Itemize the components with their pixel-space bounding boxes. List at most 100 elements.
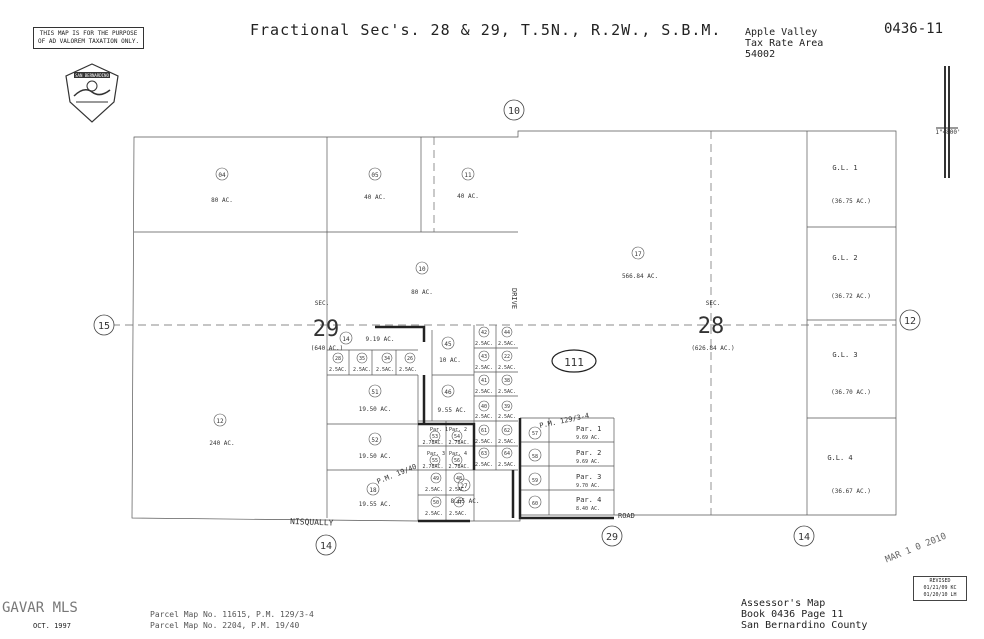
parcel-acreage: 2.5AC. bbox=[449, 511, 467, 517]
scale-label: 1"=800' bbox=[935, 129, 960, 136]
parcel-number: 58 bbox=[532, 454, 538, 460]
parcel-number: 59 bbox=[532, 478, 538, 484]
parcel-number: 43 bbox=[481, 354, 487, 360]
revision-label: REVISED bbox=[929, 578, 951, 584]
parcel-acreage: 8.65 AC. bbox=[451, 498, 480, 505]
adjacent-map-number: 10 bbox=[508, 106, 520, 117]
road-label: DRIVE bbox=[510, 288, 518, 309]
parcel-number: 12 bbox=[216, 418, 224, 425]
section-number: 28 bbox=[698, 314, 725, 339]
parcel-number: 39 bbox=[504, 404, 510, 410]
parcel-number: 49 bbox=[433, 476, 439, 482]
parcel-number: 35 bbox=[359, 356, 365, 362]
adjacent-map-number: 14 bbox=[798, 532, 810, 543]
parcel-number: 50 bbox=[433, 500, 439, 506]
book-number-oval: 111 bbox=[564, 356, 584, 369]
parcel-number: 34 bbox=[384, 356, 390, 362]
parcel-acreage: 2.5AC. bbox=[425, 487, 443, 493]
parcel-label: Par. 2 bbox=[449, 427, 467, 433]
tax-rate-area: Apple Valley Tax Rate Area 54002 bbox=[745, 27, 823, 60]
parcel-number: 48 bbox=[456, 476, 462, 482]
parcel-number: 56 bbox=[454, 458, 460, 464]
parcel-number: 42 bbox=[481, 330, 487, 336]
parcel-number: 40 bbox=[481, 404, 487, 410]
parcel-acreage: 9.70 AC. bbox=[576, 483, 600, 489]
gov-lot-acreage: (36.75 AC.) bbox=[831, 198, 871, 205]
parcel-number: 18 bbox=[369, 487, 377, 494]
parcel-acreage: 2.5AC. bbox=[498, 389, 516, 395]
parcel-acreage: 566.84 AC. bbox=[622, 273, 658, 280]
parcel-number: 51 bbox=[371, 389, 379, 396]
parcel-acreage: 2.5AC. bbox=[475, 341, 493, 347]
parcel-map-line: Parcel Map No. 11615, P.M. 129/3-4 bbox=[150, 610, 314, 619]
revision-box: REVISED 01/21/09 KC 01/20/10 LH bbox=[913, 576, 967, 601]
parcel-label: Par. 2 bbox=[576, 449, 601, 457]
parcel-acreage: 2.5AC. bbox=[353, 367, 371, 373]
parcel-acreage: 40 AC. bbox=[364, 194, 386, 201]
parcel-number: 60 bbox=[532, 501, 538, 507]
parcel-number: 57 bbox=[532, 431, 538, 437]
watermark: GAVAR MLS bbox=[2, 600, 78, 616]
assessor-line: Assessor's Map bbox=[741, 598, 826, 609]
section-label: SEC. bbox=[315, 300, 329, 307]
parcel-label: Par. 4 bbox=[449, 451, 467, 457]
parcel-map-list: Parcel Map No. 11615, P.M. 129/3-4 Parce… bbox=[150, 609, 314, 631]
parcel-label: Par. 3 bbox=[576, 473, 601, 481]
gov-lot-label: G.L. 3 bbox=[832, 351, 857, 359]
road-label: NISQUALLY bbox=[290, 517, 334, 528]
parcel-number: 46 bbox=[444, 389, 452, 396]
parcel-acreage: 2.78AC. bbox=[422, 464, 443, 470]
parcel-number: 27 bbox=[460, 483, 468, 490]
assessor-line: San Bernardino County bbox=[741, 620, 868, 631]
parcel-number: 05 bbox=[371, 172, 379, 179]
parcel-label: Par. 1 bbox=[576, 425, 601, 433]
parcel-number: 54 bbox=[454, 434, 460, 440]
parcel-acreage: 2.78AC. bbox=[422, 440, 443, 446]
parcel-acreage: 2.5AC. bbox=[498, 439, 516, 445]
parcel-label: Par. 4 bbox=[576, 496, 601, 504]
map-number: 0436-11 bbox=[884, 21, 944, 37]
gov-lot-label: G.L. 2 bbox=[832, 254, 857, 262]
parcel-acreage: 2.5AC. bbox=[475, 439, 493, 445]
section-label: SEC. bbox=[706, 300, 720, 307]
parcel-number: 47 bbox=[456, 500, 462, 506]
parcel-acreage: 2.5AC. bbox=[498, 414, 516, 420]
tax-area-line: Apple Valley bbox=[745, 27, 818, 38]
disclaimer-box: THIS MAP IS FOR THE PURPOSE OF AD VALORE… bbox=[33, 27, 145, 49]
adjacent-map-number: 15 bbox=[98, 321, 110, 332]
parcel-acreage: 2.5AC. bbox=[475, 365, 493, 371]
parcel-number: 28 bbox=[335, 356, 341, 362]
gov-lot-acreage: (36.67 AC.) bbox=[831, 488, 871, 495]
adjacent-map-number: 12 bbox=[904, 316, 916, 327]
parcel-map-line: Parcel Map No. 2204, P.M. 19/40 bbox=[150, 621, 300, 630]
parcel-number: 44 bbox=[504, 330, 510, 336]
parcel-number: 52 bbox=[371, 437, 379, 444]
parcel-acreage: 2.5AC. bbox=[449, 487, 467, 493]
parcel-number: 62 bbox=[504, 428, 510, 434]
parcel-number: 63 bbox=[481, 451, 487, 457]
section-area: (640 AC.) bbox=[311, 345, 344, 352]
parcel-acreage: 9.55 AC. bbox=[438, 407, 467, 414]
section-area: (626.84 AC.) bbox=[691, 345, 734, 352]
tax-area-line: Tax Rate Area bbox=[745, 38, 824, 49]
revision-entry: 01/21/09 KC bbox=[923, 585, 957, 591]
disclaimer-line: THIS MAP IS FOR THE PURPOSE bbox=[39, 30, 138, 37]
parcel-acreage: 2.5AC. bbox=[475, 389, 493, 395]
parcel-acreage: 2.5AC. bbox=[399, 367, 417, 373]
parcel-acreage: 9.69 AC. bbox=[576, 459, 600, 465]
adjacent-map-number: 14 bbox=[320, 541, 332, 552]
parcel-acreage: 2.5AC. bbox=[498, 341, 516, 347]
parcel-acreage: 80 AC. bbox=[411, 289, 433, 296]
parcel-acreage: 2.5AC. bbox=[498, 365, 516, 371]
parcel-number: 53 bbox=[432, 434, 438, 440]
parcel-acreage: 8.40 AC. bbox=[576, 506, 600, 512]
disclaimer-line: OF AD VALOREM TAXATION ONLY. bbox=[38, 38, 140, 45]
parcel-number: 10 bbox=[418, 266, 426, 273]
parcel-number: 22 bbox=[504, 354, 510, 360]
gov-lot-acreage: (36.72 AC.) bbox=[831, 293, 871, 300]
parcel-number: 04 bbox=[218, 172, 226, 179]
county-seal-icon: SAN BERNARDINO bbox=[65, 63, 119, 123]
map-date: OCT. 1997 bbox=[33, 622, 71, 630]
road-label: ROAD bbox=[618, 512, 635, 520]
